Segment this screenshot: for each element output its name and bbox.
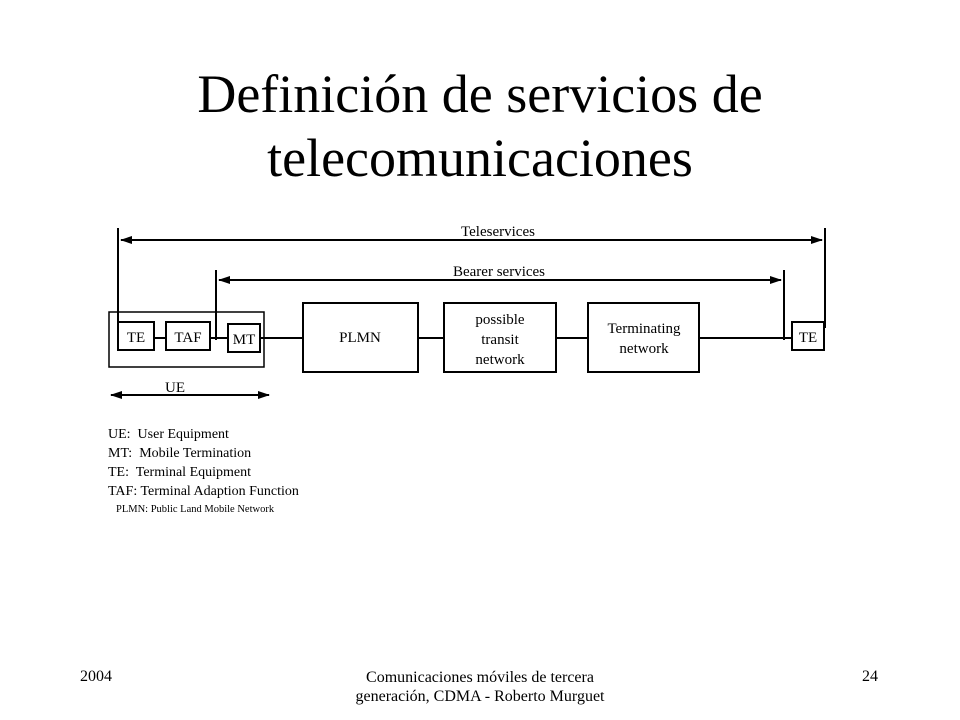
transit-label-line-2: transit	[481, 332, 519, 348]
legend-item-mt: MT: Mobile Termination	[108, 446, 251, 461]
footer-page-number: 24	[862, 668, 878, 685]
legend-item-ue: UE: User Equipment	[108, 427, 229, 442]
plmn-footnote: PLMN: Public Land Mobile Network	[116, 504, 275, 515]
terminating-network-box: Terminating network	[587, 302, 700, 373]
teleservices-label: Teleservices	[461, 224, 535, 240]
bearer-services-span: Bearer services	[215, 263, 785, 340]
terminating-label-line-1: Terminating	[607, 321, 681, 337]
plmn-label: PLMN	[339, 330, 381, 346]
taf-label: TAF	[174, 330, 201, 346]
transit-label-line-3: network	[475, 352, 525, 368]
taf-box: TAF	[165, 321, 211, 351]
ue-label: UE	[165, 380, 185, 396]
mt-box: MT	[227, 323, 261, 353]
terminating-label-line-2: network	[619, 341, 669, 357]
slide-title-line-1: Definición de servicios de	[197, 64, 763, 124]
transit-label-line-1: possible	[475, 312, 525, 328]
te-left-label: TE	[127, 330, 145, 346]
te-left-box: TE	[117, 321, 155, 351]
ue-container	[108, 311, 265, 368]
transit-network-box: possible transit network	[443, 302, 557, 373]
slide-title-line-2: telecomunicaciones	[267, 128, 693, 188]
footer-year: 2004	[80, 668, 112, 685]
footer-course: Comunicaciones móviles de tercera genera…	[355, 669, 605, 705]
te-right-box: TE	[791, 321, 825, 351]
mt-label: MT	[233, 332, 256, 348]
legend: UE: User Equipment MT: Mobile Terminatio…	[108, 427, 299, 499]
plmn-box: PLMN	[302, 302, 419, 373]
legend-item-te: TE: Terminal Equipment	[108, 465, 251, 480]
slide-title: Definición de servicios de telecomunicac…	[0, 62, 960, 190]
bearer-services-label: Bearer services	[453, 264, 545, 280]
ue-span: UE	[110, 379, 270, 399]
legend-item-taf: TAF: Terminal Adaption Function	[108, 484, 299, 499]
te-right-label: TE	[799, 330, 817, 346]
teleservices-span: Teleservices	[117, 223, 826, 328]
